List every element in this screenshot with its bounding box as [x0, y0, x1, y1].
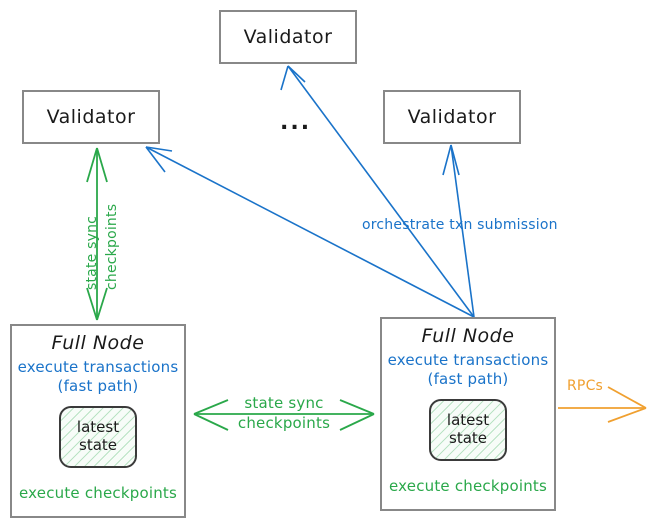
validator-right-box[interactable]: Validator	[383, 90, 521, 144]
label-middle-checkpoints: checkpoints	[237, 414, 331, 432]
validator-left-label: Validator	[46, 106, 136, 128]
full-node-right-latest-state-line-2: state	[449, 428, 487, 447]
full-node-right-blue-line-1: execute transactions	[387, 351, 549, 369]
validator-right-label: Validator	[407, 106, 497, 128]
full-node-left-latest-state-line-2: state	[79, 435, 117, 454]
validators-ellipsis: ...	[280, 110, 312, 135]
full-node-right-title: Full Node	[421, 325, 515, 347]
validator-left-box[interactable]: Validator	[22, 90, 160, 144]
full-node-left-execute-transactions: execute transactions (fast path)	[18, 358, 179, 396]
full-node-left-latest-state-box: latest state	[59, 405, 137, 468]
full-node-right-box[interactable]: Full Node execute transactions (fast pat…	[380, 317, 556, 511]
label-vertical-checkpoints: checkpoints	[104, 203, 120, 290]
validator-top-label: Validator	[243, 26, 333, 48]
full-node-left-box[interactable]: Full Node execute transactions (fast pat…	[10, 324, 186, 518]
full-node-left-blue-line-1: execute transactions	[17, 358, 179, 376]
full-node-left-blue-line-2: (fast path)	[57, 376, 139, 395]
full-node-left-latest-state-line-1: latest	[76, 418, 120, 437]
full-node-right-blue-line-2: (fast path)	[427, 369, 509, 388]
label-vertical-state-sync: state sync	[84, 215, 100, 290]
validator-top-box[interactable]: Validator	[219, 10, 357, 64]
label-rpcs: RPCs	[567, 378, 604, 394]
full-node-right-execute-checkpoints: execute checkpoints	[388, 476, 548, 495]
full-node-right-execute-transactions: execute transactions (fast path)	[388, 351, 549, 389]
label-orchestrate-txn-submission: orchestrate txn submission	[362, 217, 558, 233]
full-node-left-title: Full Node	[51, 332, 145, 354]
full-node-right-latest-state-line-1: latest	[446, 411, 490, 430]
full-node-left-execute-checkpoints: execute checkpoints	[18, 483, 178, 502]
label-middle-state-sync: state sync	[244, 394, 324, 412]
full-node-right-latest-state-box: latest state	[429, 398, 507, 461]
